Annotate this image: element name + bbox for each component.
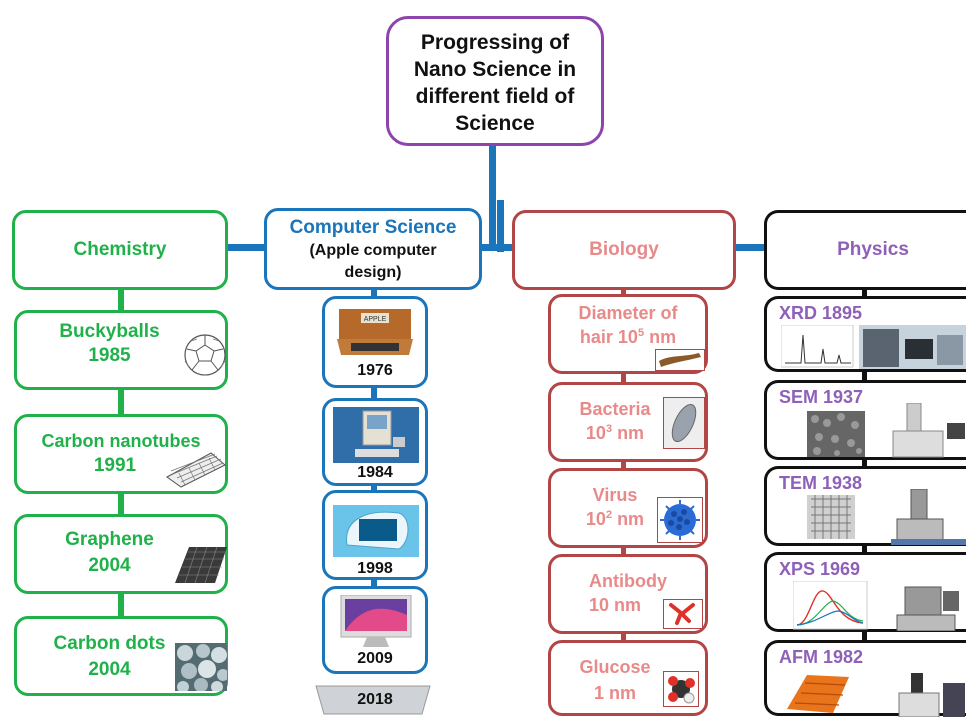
connector-title-down (489, 146, 496, 250)
hair-icon (655, 349, 705, 371)
physics-item-label: XRD 1895 (779, 303, 863, 323)
computer-header-title: Computer Science (289, 217, 457, 238)
biology-item-line2: 1 nm (593, 683, 636, 703)
connector-horizontal (226, 244, 766, 251)
computer-header-sub2: design) (344, 264, 402, 281)
computer-item-1998: 1998 (322, 490, 428, 580)
biology-item-exponent: 2 (605, 509, 613, 521)
svg-text:APPLE: APPLE (364, 316, 387, 323)
nanotube-icon (166, 452, 226, 488)
physics-item-xrd: XRD 1895 (764, 296, 966, 372)
physics-item-label: SEM 1937 (779, 387, 864, 407)
chemistry-item-year: 1991 (93, 455, 137, 476)
chemistry-item-name: Buckyballs (59, 321, 160, 342)
biology-header-label: Biology (589, 239, 659, 260)
physics-header: Physics (764, 210, 966, 290)
computer-item-2018-year: 2018 (357, 691, 393, 708)
imac-2009-icon (340, 595, 412, 647)
xrd-instrument-icon (781, 325, 966, 369)
computer-header: Computer Science (Apple computer design) (264, 208, 482, 290)
physics-header-label: Physics (837, 239, 909, 260)
afm-instrument-icon (787, 673, 965, 717)
imac-icon (333, 505, 419, 557)
biology-item-line1: Antibody (589, 571, 667, 591)
computer-item-1976: APPLE 1976 (322, 296, 428, 388)
tem-instrument-icon (807, 489, 966, 545)
computer-header-sub1: (Apple computer (309, 242, 437, 259)
xps-instrument-icon (793, 581, 959, 631)
connector-branch-cs (497, 200, 504, 252)
biology-item-line1: Virus (592, 485, 638, 505)
biology-item-base: hair 10 (579, 327, 638, 347)
biology-item-line1: Bacteria (579, 399, 651, 419)
biology-item-exponent: 5 (637, 327, 645, 339)
antibody-icon (663, 599, 703, 629)
chemistry-header-label: Chemistry (73, 239, 167, 260)
computer-item-year: 2009 (357, 650, 393, 667)
biology-spine (621, 286, 626, 646)
macintosh-icon (333, 407, 419, 463)
biology-item-bacteria: Bacteria 103 nm (548, 382, 708, 462)
buckyball-icon (184, 334, 226, 376)
computer-item-year: 1998 (357, 560, 393, 577)
bacteria-icon (663, 397, 705, 449)
chemistry-item-nanotubes: Carbon nanotubes 1991 (14, 414, 228, 494)
chemistry-item-year: 1985 (88, 345, 131, 366)
biology-item-line1: Diameter of (578, 303, 678, 323)
physics-item-label: TEM 1938 (779, 473, 863, 493)
biology-item-base: 10 (585, 509, 606, 529)
computer-item-1984: 1984 (322, 398, 428, 486)
chemistry-item-buckyballs: Buckyballs 1985 (14, 310, 228, 390)
biology-item-virus: Virus 102 nm (548, 468, 708, 548)
biology-item-hair: Diameter of hair 105 nm (548, 294, 708, 374)
graphene-icon (175, 546, 227, 584)
physics-item-label: XPS 1969 (779, 559, 861, 579)
biology-item-base: 10 (585, 423, 606, 443)
computer-item-year: 1976 (357, 362, 393, 379)
physics-item-xps: XPS 1969 (764, 552, 966, 632)
chemistry-header: Chemistry (12, 210, 228, 290)
biology-item-line1: Glucose (579, 657, 651, 677)
sem-instrument-icon (807, 403, 965, 458)
biology-item-unit: nm (612, 509, 645, 529)
chemistry-item-graphene: Graphene 2004 (14, 514, 228, 594)
apple-1-computer-icon: APPLE (337, 309, 413, 355)
glucose-icon (663, 671, 699, 707)
chemistry-item-name: Carbon nanotubes (41, 431, 201, 451)
computer-item-year: 1984 (357, 464, 393, 481)
biology-item-line2: 10 nm (588, 595, 642, 615)
macbook-icon (315, 685, 431, 715)
computer-item-2009: 2009 (322, 586, 428, 674)
chemistry-item-name: Graphene (65, 529, 154, 550)
title-text: Progressing of Nano Science in different… (413, 31, 577, 135)
biology-header: Biology (512, 210, 736, 290)
chemistry-item-name: Carbon dots (53, 633, 166, 654)
carbon-dots-icon (175, 643, 227, 691)
physics-item-sem: SEM 1937 (764, 380, 966, 460)
biology-item-glucose: Glucose 1 nm (548, 640, 708, 716)
biology-item-unit: nm (644, 327, 677, 347)
biology-item-exponent: 3 (605, 423, 613, 435)
physics-item-afm: AFM 1982 (764, 640, 966, 717)
virus-icon (657, 497, 703, 543)
title-box: Progressing of Nano Science in different… (386, 16, 604, 146)
physics-item-label: AFM 1982 (779, 647, 864, 667)
chemistry-item-carbon-dots: Carbon dots 2004 (14, 616, 228, 696)
chemistry-item-year: 2004 (88, 555, 131, 576)
physics-item-tem: TEM 1938 (764, 466, 966, 546)
chemistry-item-year: 2004 (88, 659, 131, 680)
biology-item-line2: 103 nm (551, 423, 679, 445)
biology-item-antibody: Antibody 10 nm (548, 554, 708, 634)
biology-item-line2: 102 nm (551, 509, 679, 531)
biology-item-unit: nm (612, 423, 645, 443)
biology-item-line2: hair 105 nm (551, 327, 705, 349)
